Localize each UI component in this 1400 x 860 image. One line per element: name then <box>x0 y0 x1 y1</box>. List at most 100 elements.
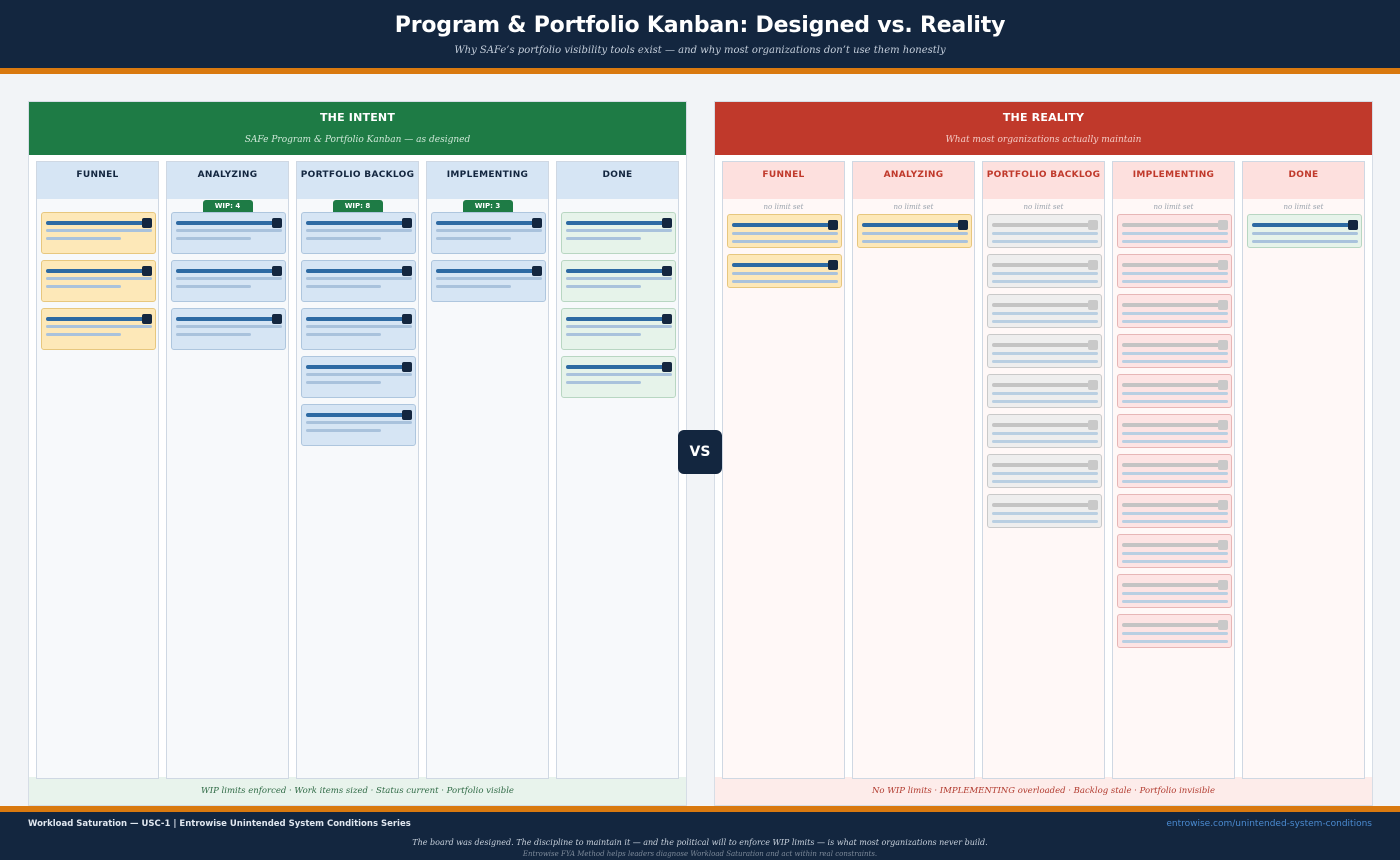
card-text-line <box>306 277 412 280</box>
card-marker-icon <box>1088 260 1098 270</box>
intent-subtitle: SAFe Program & Portfolio Kanban — as des… <box>244 135 471 145</box>
kanban-card[interactable] <box>1117 414 1232 448</box>
card-title-bar <box>436 221 537 225</box>
card-marker-icon <box>1218 540 1228 550</box>
card-text-line <box>306 237 381 240</box>
card-text-line <box>992 320 1098 323</box>
kanban-card[interactable] <box>1247 214 1362 248</box>
kanban-card[interactable] <box>431 260 546 302</box>
kanban-card[interactable] <box>561 356 676 398</box>
card-title-bar <box>992 343 1090 347</box>
kanban-card[interactable] <box>1117 614 1232 648</box>
kanban-card[interactable] <box>987 214 1102 248</box>
card-text-line <box>992 480 1098 483</box>
kanban-card[interactable] <box>987 494 1102 528</box>
card-text-line <box>1252 232 1358 235</box>
kanban-card[interactable] <box>1117 494 1232 528</box>
kanban-card[interactable] <box>857 214 972 248</box>
kanban-card[interactable] <box>987 334 1102 368</box>
card-text-line <box>992 472 1098 475</box>
card-title-bar <box>992 223 1090 227</box>
intent-column-funnel: FUNNEL <box>36 161 159 779</box>
intent-column-done: DONE <box>556 161 679 779</box>
intent-column-header: FUNNEL <box>37 162 158 199</box>
card-title-bar <box>1122 263 1220 267</box>
card-text-line <box>46 325 152 328</box>
kanban-card[interactable] <box>1117 214 1232 248</box>
card-marker-icon <box>662 266 672 276</box>
card-text-line <box>992 240 1098 243</box>
series-link[interactable]: entrowise.com/unintended-system-conditio… <box>1166 819 1372 829</box>
kanban-card[interactable] <box>301 356 416 398</box>
card-title-bar <box>566 317 667 321</box>
card-title-bar <box>992 423 1090 427</box>
kanban-card[interactable] <box>987 254 1102 288</box>
kanban-card[interactable] <box>987 294 1102 328</box>
card-text-line <box>1122 560 1228 563</box>
card-title-bar <box>306 221 407 225</box>
kanban-card[interactable] <box>1117 294 1232 328</box>
card-title-bar <box>1122 343 1220 347</box>
card-text-line <box>992 440 1098 443</box>
card-title-bar <box>732 263 830 267</box>
intent-panel-header: THE INTENT SAFe Program & Portfolio Kanb… <box>29 102 686 155</box>
kanban-card[interactable] <box>1117 334 1232 368</box>
kanban-card[interactable] <box>561 308 676 350</box>
kanban-card[interactable] <box>41 212 156 254</box>
kanban-card[interactable] <box>987 374 1102 408</box>
kanban-card[interactable] <box>1117 374 1232 408</box>
kanban-card[interactable] <box>41 260 156 302</box>
card-title-bar <box>1122 223 1220 227</box>
card-marker-icon <box>402 410 412 420</box>
kanban-card[interactable] <box>301 404 416 446</box>
intent-column-header: DONE <box>557 162 678 199</box>
card-text-line <box>1122 360 1228 363</box>
kanban-card[interactable] <box>431 212 546 254</box>
no-limit-note: no limit set <box>763 203 804 211</box>
kanban-card[interactable] <box>1117 534 1232 568</box>
card-text-line <box>46 333 121 336</box>
card-marker-icon <box>142 218 152 228</box>
kanban-card[interactable] <box>1117 254 1232 288</box>
kanban-card[interactable] <box>171 260 286 302</box>
card-text-line <box>566 325 672 328</box>
reality-footer: No WIP limits · IMPLEMENTING overloaded … <box>715 777 1372 805</box>
card-title-bar <box>732 223 830 227</box>
kanban-card[interactable] <box>301 308 416 350</box>
card-text-line <box>732 272 838 275</box>
card-title-bar <box>1252 223 1350 227</box>
kanban-card[interactable] <box>987 414 1102 448</box>
kanban-card[interactable] <box>561 212 676 254</box>
kanban-card[interactable] <box>171 308 286 350</box>
card-marker-icon <box>142 266 152 276</box>
card-title-bar <box>436 269 537 273</box>
card-title-bar <box>306 413 407 417</box>
reality-column-header: PORTFOLIO BACKLOG <box>983 162 1104 199</box>
kanban-card[interactable] <box>41 308 156 350</box>
card-marker-icon <box>1218 220 1228 230</box>
card-marker-icon <box>1218 260 1228 270</box>
card-marker-icon <box>1218 420 1228 430</box>
card-text-line <box>46 229 152 232</box>
kanban-card[interactable] <box>171 212 286 254</box>
card-title-bar <box>992 503 1090 507</box>
card-marker-icon <box>1218 300 1228 310</box>
kanban-card[interactable] <box>561 260 676 302</box>
card-marker-icon <box>1218 580 1228 590</box>
kanban-card[interactable] <box>727 254 842 288</box>
kanban-card[interactable] <box>301 260 416 302</box>
kanban-card[interactable] <box>987 454 1102 488</box>
card-text-line <box>992 400 1098 403</box>
kanban-card[interactable] <box>301 212 416 254</box>
no-limit-note: no limit set <box>1283 203 1324 211</box>
kanban-card[interactable] <box>1117 454 1232 488</box>
kanban-card[interactable] <box>727 214 842 248</box>
card-marker-icon <box>402 314 412 324</box>
kanban-card[interactable] <box>1117 574 1232 608</box>
wip-limit-badge: WIP: 4 <box>202 200 253 212</box>
card-text-line <box>992 520 1098 523</box>
card-text-line <box>436 285 511 288</box>
reality-column-header: IMPLEMENTING <box>1113 162 1234 199</box>
